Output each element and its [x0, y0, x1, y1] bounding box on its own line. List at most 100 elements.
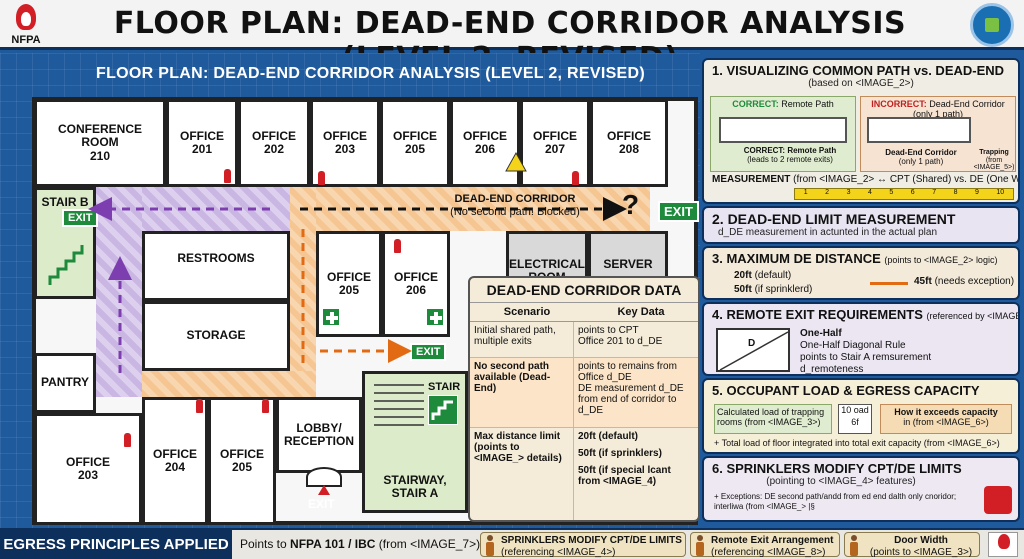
exceeds-capacity-box: How it exceeds capacity in (from <IMAGE_…	[880, 404, 1012, 434]
room-label: RECEPTION	[283, 434, 354, 448]
fire-extinguisher-icon	[394, 239, 401, 253]
table-row: Initial shared path, multiple exits poin…	[470, 322, 698, 358]
room-label: ELECTRICAL	[509, 257, 585, 271]
ruler-tick: 10	[996, 189, 1005, 196]
footer-item-door-width: Door Width (points to <IMAGE_3>)	[844, 532, 980, 558]
footer-item-head: Door Width	[894, 535, 948, 546]
office-203-bottom[interactable]: OFFICE 203	[34, 413, 142, 525]
trapping-caption: Trapping (from <IMAGE_5>)	[971, 149, 1017, 172]
egress-arrows	[88, 151, 627, 373]
table-cell: 20ft (default) 50ft (if sprinklers) 50ft…	[574, 428, 698, 520]
column-header: Key Data	[617, 306, 665, 318]
logo-text: NFPA	[11, 34, 41, 46]
ruler-tick: 2	[825, 189, 830, 196]
office-205-bottom[interactable]: OFFICE 205	[208, 397, 276, 525]
fire-extinguisher-icon	[224, 169, 231, 183]
correct-caption: CORRECT: Remote Path (leads to 2 remote …	[725, 146, 855, 165]
panel-occupant-load: 5. OCCUPANT LOAD & EGRESS CAPACITY Calcu…	[702, 378, 1020, 454]
office-202[interactable]: OFFICE 202	[238, 99, 310, 187]
points-bold: NFPA 101 / IBC	[290, 537, 376, 551]
room-label: 206	[405, 283, 427, 297]
fire-extinguisher-icon	[262, 399, 269, 413]
first-aid-icon	[426, 308, 444, 326]
nfpa-logo: NFPA	[6, 4, 46, 46]
person-icon	[485, 535, 495, 557]
office-204[interactable]: OFFICE 204	[142, 397, 208, 525]
office-205-top[interactable]: OFFICE 205	[380, 99, 450, 187]
restrooms[interactable]: RESTROOMS	[142, 231, 290, 301]
stair-b-steps	[48, 245, 84, 285]
exceeds-text: in (from <IMAGE_6>)	[903, 417, 989, 427]
caption-line: (from <IMAGE_5>)	[973, 156, 1015, 172]
dead-end-corridor-data: DEAD-END CORRIDOR DATA Scenario Key Data…	[468, 276, 700, 522]
panel-limit-measurement: 2. DEAD-END LIMIT MEASUREMENT d_DE measu…	[702, 206, 1020, 244]
footer-item-sub: (referencing <IMAGE_8>)	[711, 546, 826, 558]
table-cell: points to remains from Office d_DE DE me…	[574, 358, 698, 427]
load-value: 10 oad	[841, 405, 869, 415]
remote-exit-line: points to Stair A remsurement	[800, 352, 932, 363]
footer-item-text: SPRINKLERS MODIFY CPT/DE LIMITS (referen…	[501, 535, 682, 558]
incorrect-caption: Dead-End Corridor (only 1 path)	[881, 148, 961, 167]
conference-room[interactable]: CONFERENCE ROOM 210	[34, 99, 166, 187]
remote-exit-text: One-Half One-Half Diagonal Rule points t…	[800, 328, 932, 374]
office-208[interactable]: OFFICE 208	[590, 99, 668, 187]
stair-b[interactable]: STAIR B	[34, 187, 96, 299]
stair-icon	[428, 395, 458, 425]
correct-label: CORRECT:	[732, 99, 779, 109]
footer-item-text: Door Width (points to <IMAGE_3>)	[865, 535, 977, 558]
fire-extinguisher-icon	[196, 399, 203, 413]
room-label: 205	[338, 283, 360, 297]
room-label: 202	[263, 142, 285, 156]
room-label: OFFICE	[66, 454, 110, 469]
footer-item-head: Remote Exit Arrangement	[711, 535, 834, 546]
distance-value: 20ft	[734, 270, 752, 281]
table-row: No second path available (Dead-End) poin…	[470, 358, 698, 428]
room-label: STAIR A	[391, 485, 439, 500]
room-label: STORAGE	[186, 328, 246, 343]
ruler-tick: 3	[846, 189, 851, 196]
cell-line: 50ft (if special lcant from <IMAGE_4)	[578, 465, 671, 487]
panel-title-text: 3. MAXIMUM DE DISTANCE	[712, 251, 881, 266]
distance-default: 20ft (default)	[734, 270, 791, 281]
footer-item-head: SPRINKLERS MODIFY CPT/DE LIMITS	[501, 535, 682, 546]
ruler: 1 2 3 4 5 6 7 8 9 10	[794, 188, 1014, 200]
distance-note: (default)	[754, 270, 792, 281]
ruler-tick: 9	[975, 189, 979, 196]
main-exit-label: EXIT	[308, 497, 335, 511]
trapping-load-box: Calculated load of trapping rooms (from …	[714, 404, 832, 434]
stairway-a[interactable]: STAIRWAY, STAIR A	[362, 371, 468, 513]
ruler-tick: 8	[953, 189, 958, 196]
panel-subtitle: (based on <IMAGE_2>)	[808, 78, 914, 89]
footer: EGRESS PRINCIPLES APPLIED Points to NFPA…	[0, 528, 1024, 559]
distance-value: 50ft	[734, 284, 752, 295]
exceeds-head: How it exceeds capacity	[894, 407, 998, 417]
office-206-top[interactable]: OFFICE 206	[450, 99, 520, 187]
incorrect-corridor	[867, 117, 971, 143]
caption-line: (only 1 path)	[898, 156, 944, 166]
pantry[interactable]: PANTRY	[34, 353, 96, 413]
measurement-prefix: MEASUREMENT	[712, 174, 791, 185]
incorrect-text: Dead-End Corridor (only 1 path)	[912, 99, 1005, 119]
floor-plan-title: FLOOR PLAN: DEAD-END CORRIDOR ANALYSIS (…	[96, 65, 645, 82]
storage[interactable]: STORAGE	[142, 301, 290, 371]
room-label: 204	[164, 460, 186, 474]
distance-exception: 45ft (needs exception)	[914, 276, 1014, 287]
person-icon	[695, 535, 705, 557]
room-label: OFFICE	[463, 128, 507, 143]
ruler-tick: 7	[932, 189, 937, 196]
table-cell: Initial shared path, multiple exits	[470, 322, 574, 357]
correct-text: Remote Path	[781, 99, 834, 109]
cell-line: points to remains from Office d_DE	[578, 361, 677, 383]
panel-max-distance: 3. MAXIMUM DE DISTANCE (points to <IMAGE…	[702, 246, 1020, 300]
lobby-reception[interactable]: LOBBY/ RECEPTION	[276, 397, 362, 473]
ruler-tick: 1	[803, 189, 808, 196]
flame-icon	[998, 534, 1010, 549]
west-corridor	[96, 187, 142, 397]
cell-line: DE measurement d_DE from end of corridor…	[578, 383, 684, 416]
panel-visualizing: 1. VISUALIZING COMMON PATH vs. DEAD-END …	[702, 58, 1020, 204]
footer-item-sub: (referencing <IMAGE_4>)	[501, 546, 616, 558]
incorrect-heading: INCORRECT: Dead-End Corridor (only 1 pat…	[861, 99, 1015, 119]
column-header: Scenario	[503, 306, 551, 318]
room-label: 205	[404, 142, 426, 156]
correct-corridor	[719, 117, 847, 143]
